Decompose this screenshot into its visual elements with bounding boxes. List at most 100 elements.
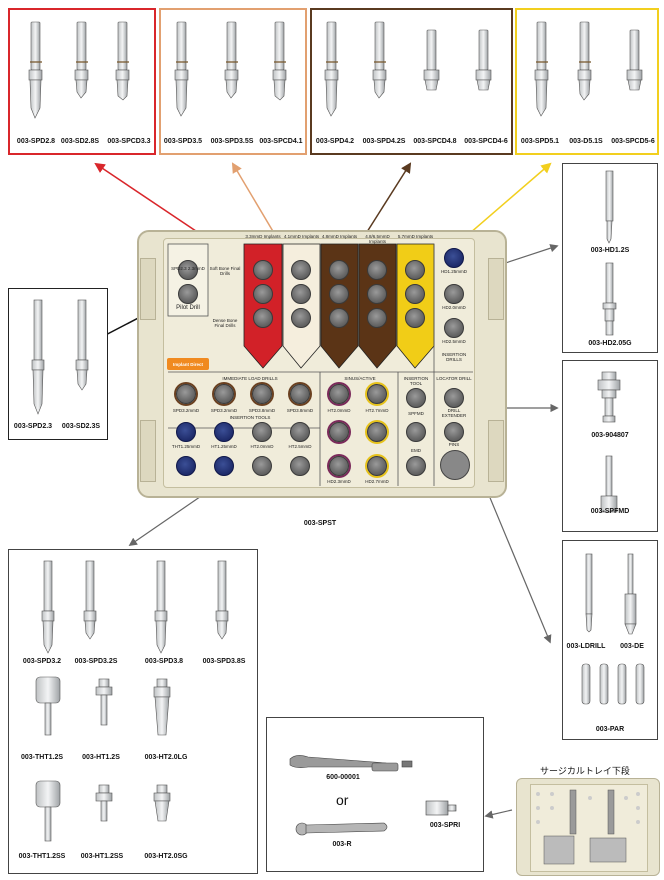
right-label: 003-904807 — [591, 432, 629, 439]
wrench-label: 600-00001 — [326, 774, 360, 781]
drill-icon — [28, 21, 643, 119]
col-head: 4.1mmD Implants — [283, 234, 320, 239]
right-label: 003-SPFMD — [590, 508, 630, 515]
torque-wrench-icon — [289, 755, 413, 772]
well — [406, 388, 426, 408]
tray-hinge — [488, 258, 504, 320]
adapter-icon — [597, 371, 621, 513]
well-label: SPD3.2mmD — [210, 408, 238, 413]
lower-tray-tools — [536, 789, 640, 865]
section-head: SINUS/ACTIVE — [344, 376, 376, 381]
wrench-tools — [289, 755, 457, 836]
well — [444, 388, 464, 408]
well-label: SPD3.8mmD — [286, 408, 314, 413]
well — [253, 260, 273, 280]
well-pilot — [178, 284, 198, 304]
well — [367, 456, 387, 476]
bl-label: 003-HT1.2S — [82, 754, 120, 761]
top-label: 003-SPD4.2S — [362, 138, 406, 145]
bl-label: 003-HT1.2SS — [80, 853, 124, 860]
left-box — [8, 288, 108, 440]
well — [367, 384, 387, 404]
col-head: 4.8/6.5mmD Implants — [365, 234, 390, 244]
well-label: EMD — [411, 448, 421, 453]
side-label: Dense Bone Final Drills — [212, 318, 238, 328]
well-label: HD2.3mmD — [327, 479, 351, 484]
top-label: 003-D5.1S — [569, 138, 603, 145]
tray-caption: 003-SPST — [303, 520, 337, 527]
section-head: IMMEDIATE LOAD DRILLS — [222, 376, 278, 381]
well — [444, 284, 464, 304]
well — [253, 308, 273, 328]
well — [367, 284, 387, 304]
well — [291, 260, 311, 280]
bottom-mid-box — [266, 717, 484, 872]
well — [406, 422, 426, 442]
right-label: 003-HD2.05G — [588, 340, 632, 347]
top-drills — [28, 21, 643, 119]
top-label: 003-SPCD4.1 — [259, 138, 303, 145]
well — [176, 456, 196, 476]
left-label: 003-SPD2.3 — [13, 423, 53, 430]
adapter-icon — [425, 800, 457, 816]
well — [329, 284, 349, 304]
drill-icon — [31, 299, 89, 415]
pilot-title: Pilot Drill — [176, 305, 200, 311]
top-label: 003-SPD3.5S — [210, 138, 254, 145]
right-label: 003-LDRILL — [566, 643, 606, 650]
well — [214, 456, 234, 476]
right-label: 003-PAR — [595, 726, 625, 733]
section-head: INSERTION TOOLS — [229, 415, 271, 420]
well-label: HT2.0mmD — [327, 408, 351, 413]
ratchet-label: 003-R — [332, 841, 352, 848]
well — [405, 308, 425, 328]
well — [252, 422, 272, 442]
well-label: SPFMD — [408, 411, 424, 416]
tray-hinge — [140, 420, 156, 482]
bl-label: 003-HT2.0SG — [144, 853, 188, 860]
well — [329, 384, 349, 404]
ratchet-icon — [295, 822, 388, 836]
side-label: Soft Bone Final Drills — [209, 266, 241, 276]
well — [367, 308, 387, 328]
bl-label: 003-SPD3.8S — [202, 658, 246, 665]
pins-holder — [440, 450, 470, 480]
top-label: 003-SPCD4-6 — [464, 138, 508, 145]
section-head: INSERTION TOOL — [403, 376, 429, 386]
well-label: HT2.5mmD — [288, 444, 312, 449]
right-label: 003-DE — [620, 643, 644, 650]
well — [406, 456, 426, 476]
or-label: or — [336, 792, 349, 808]
drill-icon — [602, 170, 617, 336]
well — [290, 456, 310, 476]
well — [252, 456, 272, 476]
bl-label: 003-THT1.2SS — [18, 853, 66, 860]
col-head: 4.8mmD Implants — [321, 234, 358, 239]
col-head: 5.7mmD Implants — [397, 234, 434, 239]
well — [290, 422, 310, 442]
well — [444, 248, 464, 268]
well — [176, 384, 196, 404]
well-pilot — [178, 260, 198, 280]
jp-caption: サージカルトレイ下段 — [540, 767, 630, 777]
logo — [167, 358, 209, 370]
top-label: 003-SPCD5-6 — [611, 138, 655, 145]
hd-drills: INSERTION DRILLS — [441, 352, 467, 362]
right-box-ldrill — [562, 540, 658, 740]
bl-label: 003-SPD3.2 — [22, 658, 62, 665]
col-head: 3.3mmD Implants — [245, 234, 281, 239]
bottom-left-tools — [35, 560, 229, 842]
well — [214, 384, 234, 404]
well — [329, 456, 349, 476]
well-label: HT1.25mmD — [211, 444, 237, 449]
right-label: 003-HD1.2S — [590, 247, 630, 254]
section-head: PINS — [448, 442, 460, 447]
top-label: 003-SPD4.2 — [315, 138, 355, 145]
tray-hinge — [140, 258, 156, 320]
top-label: 003-SPD2.8 — [16, 138, 56, 145]
well-label: HT2.0mmD — [250, 444, 274, 449]
bl-label: 003-HT2.0LG — [144, 754, 188, 761]
top-label: 003-SPCD4.8 — [413, 138, 457, 145]
bl-label: 003-SPD3.8 — [144, 658, 184, 665]
top-label: 003-SPD5.1 — [520, 138, 560, 145]
